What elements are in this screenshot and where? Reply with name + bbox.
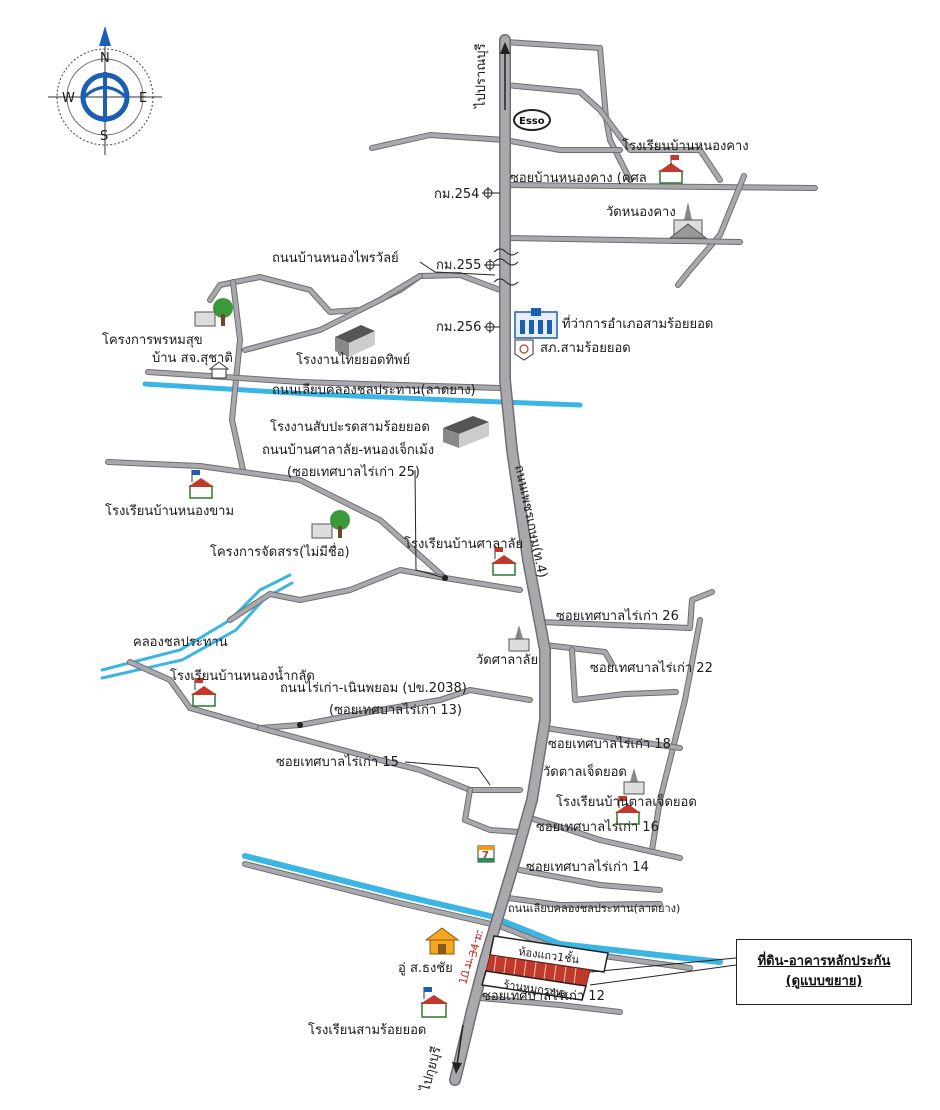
junction-dot-soi25 <box>442 575 448 581</box>
label-project-unnamed: โครงการจัดสรร(ไม่มีชื่อ) <box>210 543 350 560</box>
label-to-pranburi: ไปปราณบุรี <box>473 43 489 109</box>
school-icon <box>420 987 448 1018</box>
factory-icon <box>335 325 375 357</box>
school-icon <box>191 678 217 707</box>
label-to-kuiburi: ไปกุยบุรี <box>417 1045 444 1094</box>
leader-legend-2 <box>589 957 737 973</box>
label-project-phrom: โครงการพรหมสุข <box>102 332 203 348</box>
label-dist-10m: 10 ม. <box>456 955 476 986</box>
seven-eleven-label: 7 <box>482 850 489 861</box>
arrow-south <box>456 1024 464 1066</box>
esso-label: Esso <box>519 116 545 127</box>
collateral-legend-box: ที่ดิน-อาคารหลักประกัน (ดูแบบขยาย) <box>736 939 912 1005</box>
housing-project-icon <box>311 510 350 539</box>
school-icon <box>658 155 684 184</box>
house-icon <box>208 361 230 379</box>
highway-break-3 <box>493 278 519 286</box>
km255-marker-icon <box>484 259 496 271</box>
label-soi22: ซอยเทศบาลไร่เก่า 22 <box>590 660 713 676</box>
moo-kratha-box <box>481 970 587 1001</box>
dist-line-10 <box>465 965 471 985</box>
km-markers <box>482 187 496 333</box>
highway-break-2 <box>493 258 519 266</box>
school-icon <box>188 470 214 499</box>
label-road-raikao: ถนนไร่เก่า-เนินพยอม (ปข.2038) <box>280 680 467 696</box>
label-police: สภ.สามร้อยยอด <box>540 341 631 356</box>
seven-eleven-icon: 7 <box>477 845 495 863</box>
label-soi16: ซอยเทศบาลไร่เก่า 16 <box>536 819 659 835</box>
km254-marker-icon <box>482 187 494 199</box>
leader-legend <box>589 964 737 986</box>
label-wat-salalai: วัดศาลาลัย <box>476 653 538 668</box>
label-garage: อู่ ส.ธงชัย <box>398 961 453 976</box>
label-soi15: ซอยเทศบาลไร่เก่า 15 <box>276 754 399 770</box>
label-soi-nong-khang: ซอยบ้านหนองคาง (คศล <box>510 171 647 186</box>
label-school-nong-nam-klat: โรงเรียนบ้านหนองน้ำกลัด <box>170 666 315 684</box>
label-factory-thai: โรงงานไทยยอดทิพย์ <box>296 352 410 368</box>
compass-east: E <box>139 91 147 106</box>
label-soi14: ซอยเทศบาลไร่เก่า 14 <box>526 859 649 875</box>
label-school-nong-khang: โรงเรียนบ้านหนองคาง <box>622 138 749 154</box>
km256-marker-icon <box>484 321 496 333</box>
compass-west: W <box>62 91 75 106</box>
label-km255: กม.255 <box>436 258 481 273</box>
arrow-north-head <box>500 42 510 54</box>
garage-house-icon <box>424 927 460 955</box>
canal-irrigation <box>100 573 292 672</box>
leader-nong-phrai <box>419 261 496 276</box>
leader-soi25 <box>414 469 446 579</box>
label-road-nong-phrai: ถนนบ้านหนองไพรวัลย์ <box>272 250 399 266</box>
compass-rose-icon: N S E W <box>48 26 162 155</box>
label-house-sutha: บ้าน สจ.สุชาติ <box>152 351 233 366</box>
label-school-sam-roi-yot: โรงเรียนสามร้อยยอด <box>308 1022 426 1038</box>
label-school-tan-jet: โรงเรียนบ้านตาลเจ็ดยอด <box>556 792 697 810</box>
label-canal-irrigation: คลองชลประทาน <box>133 635 228 650</box>
compass-south: S <box>100 129 108 144</box>
map-labels: ไปปราณบุรี โรงเรียนบ้านหนองคาง ซอยบ้านหน… <box>102 43 749 1094</box>
label-district-office: ที่ว่าการอำเภอสามร้อยยอด <box>562 315 713 332</box>
junction-dot-soi13 <box>297 722 303 728</box>
temple-icon <box>508 625 530 652</box>
label-wat-tan-jet: วัดตาลเจ็ดยอด <box>543 762 627 780</box>
label-soi25: (ซอยเทศบาลไร่เก่า 25) <box>287 464 420 480</box>
legend-title: ที่ดิน-อาคารหลักประกัน <box>757 954 891 969</box>
housing-project-icon <box>194 298 233 327</box>
legend-subtitle: (ดูแบบขยาย) <box>785 974 863 989</box>
highway-break-1 <box>493 248 519 256</box>
school-icon <box>615 796 641 825</box>
government-building-icon <box>514 308 558 339</box>
label-soi12: ซอยเทศบาลไร่เก่า 12 <box>482 988 605 1004</box>
school-icon <box>491 547 517 576</box>
temple-icon <box>668 202 708 239</box>
label-road-salalai: ถนนบ้านศาลาลัย-หนองเจ็กเม้ง <box>262 440 434 458</box>
factory-icon <box>443 416 489 448</box>
arrow-south-head <box>452 1062 462 1074</box>
police-station-icon <box>514 339 534 361</box>
esso-logo-icon: Esso <box>513 109 551 131</box>
label-school-salalai: โรงเรียนบ้านศาลาลัย <box>404 536 523 552</box>
label-km256: กม.256 <box>436 320 481 335</box>
townhouse-box <box>489 935 609 973</box>
dist-line-34 <box>469 929 479 967</box>
collateral-property <box>465 929 609 1001</box>
label-km254: กม.254 <box>434 187 479 202</box>
label-school-nong-kham: โรงเรียนบ้านหนองขาม <box>105 503 234 519</box>
leader-soi15 <box>404 761 491 786</box>
label-canal-road-top: ถนนเลียบคลองชลประทาน(ลาดยาง) <box>272 382 476 398</box>
label-soi26: ซอยเทศบาลไร่เก่า 26 <box>556 608 679 624</box>
compass-north: N <box>100 51 110 66</box>
label-soi13: (ซอยเทศบาลไร่เก่า 13) <box>329 702 462 718</box>
label-pineapple-factory: โรงงานสับปะรดสามร้อยยอด <box>270 419 430 435</box>
label-canal-road-bottom: ถนนเลียบคลองชลประทาน(ลาดยาง) <box>508 902 680 915</box>
canal-lower <box>242 853 723 965</box>
label-soi18: ซอยเทศบาลไร่เก่า 18 <box>548 736 671 752</box>
canal-upper <box>142 381 583 408</box>
main-highway <box>449 34 551 1086</box>
label-wat-nong-khang: วัดหนองคาง <box>606 205 676 220</box>
temple-icon <box>623 768 645 795</box>
